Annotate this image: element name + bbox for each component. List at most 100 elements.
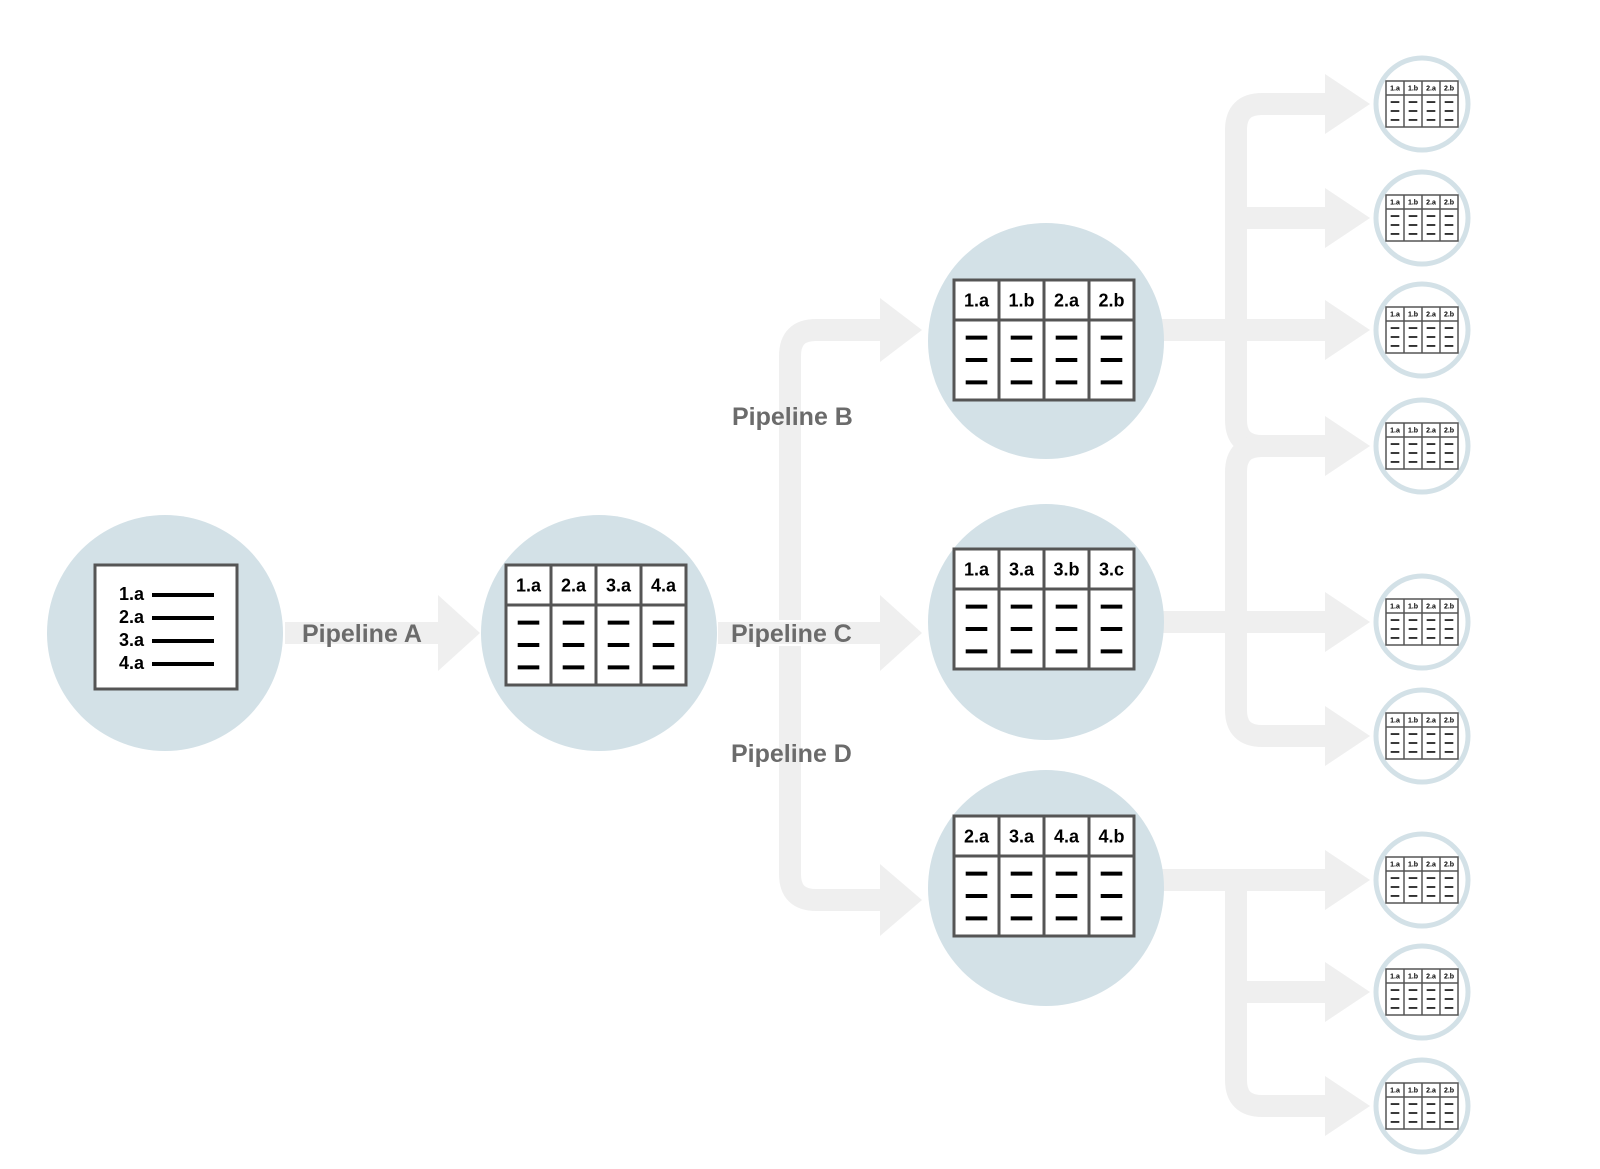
arrowhead-out-7 [1325, 850, 1370, 910]
arrowhead-out-5 [1325, 592, 1370, 652]
fanout-c-to-6 [1225, 622, 1345, 747]
table-header-cell: 2.a [1426, 86, 1436, 93]
pipeline-c-label: Pipeline C [731, 620, 852, 648]
table-header-cell: 1.b [1408, 604, 1418, 611]
pipeline-labels: Pipeline A Pipeline B Pipeline C Pipelin… [302, 403, 853, 768]
stage2-table-b: 1.a 1.b 2.a 2.b [952, 278, 1136, 402]
list-item-label: 2.a [119, 607, 145, 627]
arrowhead-out-2 [1325, 188, 1370, 248]
arrowhead-pipeline-a [438, 595, 480, 671]
connectors [285, 93, 1345, 1117]
arrowhead-pipeline-c [880, 595, 922, 671]
table-header-cell: 1.b [1008, 290, 1034, 310]
output-table: 1.a 1.b 2.a 2.b [1385, 80, 1459, 128]
table-header-cell: 3.c [1099, 559, 1124, 579]
table-header-cell: 2.a [1426, 862, 1436, 869]
table-header-cell: 1.b [1408, 718, 1418, 725]
arrowheads [438, 74, 1370, 1136]
source-list-card [93, 563, 239, 691]
output-table: 1.a 1.b 2.a 2.b [1385, 968, 1459, 1016]
table-header-cell: 1.b [1408, 862, 1418, 869]
table-header-cell: 2.b [1444, 862, 1454, 869]
table-header-cell: 1.b [1408, 200, 1418, 207]
source-list-items: 1.a 2.a 3.a 4.a [119, 584, 145, 673]
table-header-cell: 2.b [1444, 86, 1454, 93]
output-table: 1.a 1.b 2.a 2.b [1385, 856, 1459, 904]
table-header-cell: 1.a [964, 290, 990, 310]
arrowhead-out-3 [1325, 300, 1370, 360]
fanout-c-up [1225, 435, 1290, 622]
table-header-cell: 2.a [1426, 428, 1436, 435]
stage1-table: 1.a 2.a 3.a 4.a [504, 563, 688, 687]
table-header-cell: 1.a [1390, 312, 1400, 319]
table-header-cell: 1.b [1408, 86, 1418, 93]
table-header-cell: 2.a [1426, 312, 1436, 319]
table-header-cell: 4.a [651, 575, 677, 595]
table-header-cell: 2.b [1444, 428, 1454, 435]
output-table: 1.a 1.b 2.a 2.b [1385, 712, 1459, 760]
pipeline-a-label: Pipeline A [302, 620, 422, 648]
output-table: 1.a 1.b 2.a 2.b [1385, 422, 1459, 470]
table-header-cell: 1.a [964, 559, 990, 579]
table-header-cell: 1.a [1390, 86, 1400, 93]
table-header-cell: 2.a [1426, 604, 1436, 611]
output-table: 1.a 1.b 2.a 2.b [1385, 306, 1459, 354]
pipeline-d-label: Pipeline D [731, 740, 852, 768]
table-header-cell: 2.a [1426, 200, 1436, 207]
table-header-cell: 1.b [1408, 974, 1418, 981]
pipeline-b-label: Pipeline B [732, 403, 853, 431]
arrowhead-out-9 [1325, 1076, 1370, 1136]
list-item-label: 4.a [119, 653, 145, 673]
arrowhead-pipeline-b [880, 298, 922, 362]
table-header-cell: 2.a [964, 826, 990, 846]
list-item-label: 1.a [119, 584, 145, 604]
table-header-cell: 2.b [1444, 312, 1454, 319]
fanout-d-to-9 [1225, 880, 1345, 1117]
arrowhead-out-8 [1325, 962, 1370, 1022]
table-header-cell: 1.b [1408, 312, 1418, 319]
arrowhead-pipeline-d [880, 864, 922, 936]
table-header-cell: 1.a [1390, 428, 1400, 435]
table-header-cell: 2.a [1426, 974, 1436, 981]
arrowhead-out-6 [1325, 706, 1370, 766]
pipeline-d-connector [779, 646, 880, 911]
table-header-cell: 1.a [1390, 200, 1400, 207]
arrowhead-out-1 [1325, 74, 1370, 134]
table-header-cell: 2.a [1426, 1088, 1436, 1095]
table-header-cell: 3.b [1053, 559, 1079, 579]
table-header-cell: 4.a [1054, 826, 1080, 846]
table-header-cell: 2.b [1444, 200, 1454, 207]
table-header-cell: 1.b [1408, 428, 1418, 435]
table-header-cell: 1.a [1390, 718, 1400, 725]
table-header-cell: 2.b [1444, 974, 1454, 981]
output-table: 1.a 1.b 2.a 2.b [1385, 598, 1459, 646]
table-header-cell: 2.b [1444, 718, 1454, 725]
stage2-table-c: 1.a 3.a 3.b 3.c [952, 547, 1136, 671]
list-item-lines [152, 593, 214, 666]
source-list-node: 1.a 2.a 3.a 4.a [47, 515, 283, 751]
table-header-cell: 2.a [1426, 718, 1436, 725]
table-header-cell: 2.a [1054, 290, 1080, 310]
table-header-cell: 2.b [1444, 604, 1454, 611]
fanout-b-to-1 [1225, 93, 1345, 330]
table-header-cell: 1.a [1390, 974, 1400, 981]
table-header-cell: 1.b [1408, 1088, 1418, 1095]
table-header-cell: 1.a [1390, 1088, 1400, 1095]
table-header-cell: 3.a [606, 575, 632, 595]
table-header-cell: 2.b [1444, 1088, 1454, 1095]
output-table: 1.a 1.b 2.a 2.b [1385, 194, 1459, 242]
table-header-cell: 2.a [561, 575, 587, 595]
output-table: 1.a 1.b 2.a 2.b [1385, 1082, 1459, 1130]
table-header-cell: 1.a [1390, 604, 1400, 611]
table-header-cell: 1.a [516, 575, 542, 595]
table-header-cell: 2.b [1098, 290, 1124, 310]
list-item-label: 3.a [119, 630, 145, 650]
table-header-cell: 3.a [1009, 559, 1035, 579]
table-header-cell: 1.a [1390, 862, 1400, 869]
pipeline-b-connector [779, 319, 880, 620]
arrowhead-out-4 [1325, 416, 1370, 476]
table-header-cell: 4.b [1098, 826, 1124, 846]
